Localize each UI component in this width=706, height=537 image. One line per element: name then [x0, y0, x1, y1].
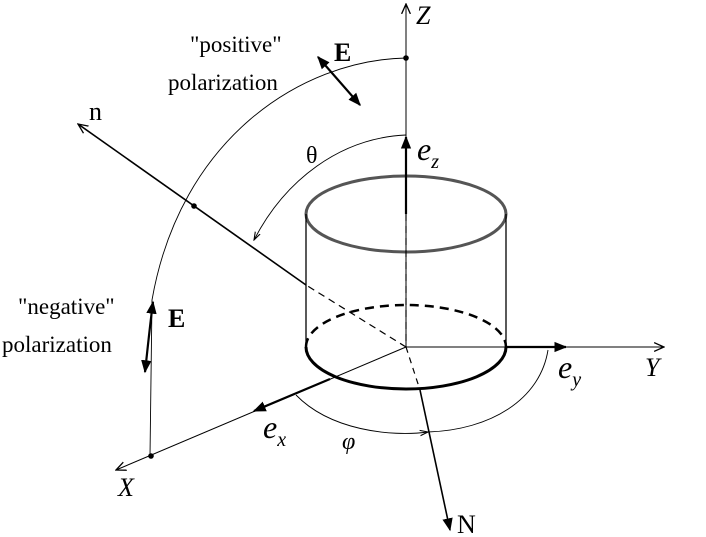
positive-E-arrow [317, 56, 361, 106]
ex-vector [252, 377, 331, 413]
arc-point-top [403, 55, 409, 61]
cylinder-bottom-front [304, 346, 508, 391]
cylinder-bottom-back [304, 303, 508, 348]
ex-label: ex [263, 409, 286, 451]
N-direction-hidden [405, 346, 421, 391]
phi-arc [295, 394, 428, 433]
n-label: n [89, 97, 102, 126]
N-label: N [457, 510, 476, 537]
meridian-arc [149, 57, 407, 457]
positive-label-line2: polarization [168, 70, 278, 95]
positive-label-line1: "positive" [190, 32, 282, 57]
ez-label: ez [417, 131, 439, 173]
n-direction-hidden [305, 284, 407, 348]
z-axis-label: Z [416, 1, 431, 30]
positive-E-label: E [334, 38, 351, 67]
negative-E-label: E [168, 304, 185, 333]
theta-arc [254, 134, 407, 240]
arc-point-x [148, 453, 154, 459]
negative-label-line2: polarization [2, 332, 112, 357]
N-direction [419, 389, 453, 532]
x-axis-label: X [117, 473, 135, 502]
ey-label: ey [558, 349, 581, 391]
phi-label: φ [342, 429, 355, 455]
y-axis-label: Y [645, 353, 662, 382]
phi-arc-continuation [427, 349, 549, 433]
negative-E-arrow [141, 300, 157, 374]
n-direction [78, 124, 307, 286]
negative-label-line1: "negative" [18, 294, 115, 319]
theta-label: θ [306, 143, 318, 169]
